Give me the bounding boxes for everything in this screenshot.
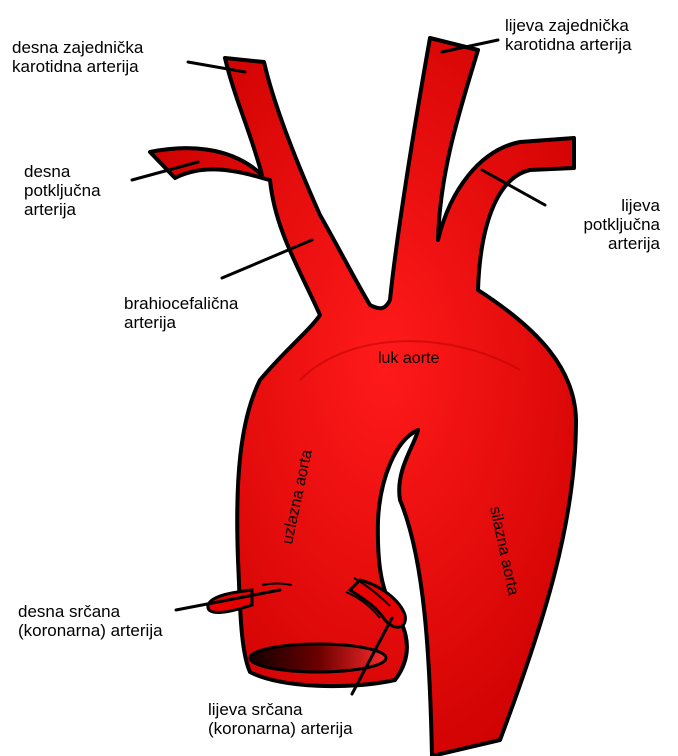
label-aortic-arch: luk aorte	[378, 350, 439, 368]
label-left-common-carotid-line2: karotidna arterija	[505, 35, 632, 54]
label-left-coronary-line2: (koronarna) arterija	[208, 719, 353, 738]
label-right-subclavian-line1: desna	[24, 162, 101, 181]
label-right-subclavian-line2: potključna	[24, 181, 101, 200]
label-brachiocephalic-line2: arterija	[124, 313, 238, 332]
label-right-coronary: desna srčana (koronarna) arterija	[18, 602, 163, 640]
label-right-common-carotid: desna zajednička karotidna arterija	[12, 38, 143, 76]
label-right-common-carotid-line1: desna zajednička	[12, 38, 143, 57]
label-right-common-carotid-line2: karotidna arterija	[12, 57, 143, 76]
label-left-common-carotid: lijeva zajednička karotidna arterija	[505, 16, 632, 54]
label-left-subclavian-line2: potključna	[548, 215, 660, 234]
label-left-subclavian-line1: lijeva	[548, 196, 660, 215]
label-left-coronary: lijeva srčana (koronarna) arterija	[208, 700, 353, 738]
label-right-subclavian-line3: arterija	[24, 200, 101, 219]
label-left-subclavian: lijeva potključna arterija	[548, 196, 660, 253]
label-left-subclavian-line3: arterija	[548, 234, 660, 253]
label-right-subclavian: desna potključna arterija	[24, 162, 101, 219]
label-left-coronary-line1: lijeva srčana	[208, 700, 353, 719]
label-left-common-carotid-line1: lijeva zajednička	[505, 16, 632, 35]
label-right-coronary-line2: (koronarna) arterija	[18, 621, 163, 640]
label-brachiocephalic: brahiocefalična arterija	[124, 294, 238, 332]
label-right-coronary-line1: desna srčana	[18, 602, 163, 621]
label-brachiocephalic-line1: brahiocefalična	[124, 294, 238, 313]
